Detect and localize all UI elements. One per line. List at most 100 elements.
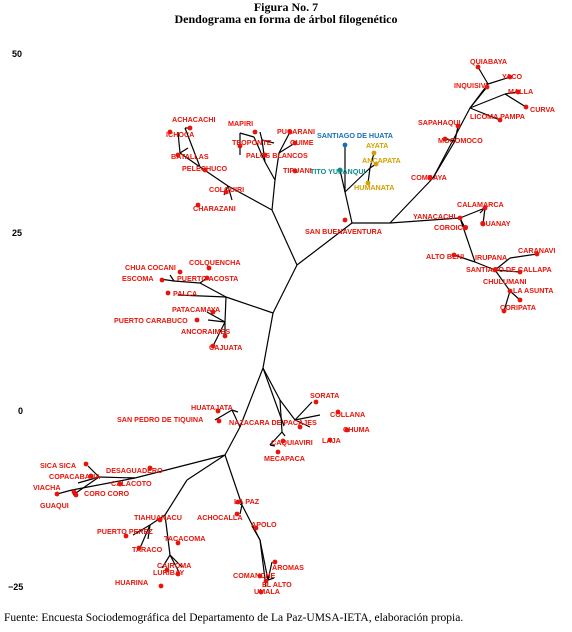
leaf-dot-caranavi <box>534 251 540 257</box>
leaf-dot-yanacachi <box>457 215 463 221</box>
leaf-dot-la-asunta <box>517 297 523 303</box>
leaf-label-puerto-perez: PUERTO PEREZ <box>97 527 153 536</box>
leaf-dot-humanata <box>365 180 371 186</box>
leaf-dot-copacabana <box>88 473 94 479</box>
branch-segment <box>87 465 100 478</box>
leaf-label-guaqui: GUAQUI <box>40 501 69 510</box>
branch-segment <box>281 431 286 437</box>
leaf-label-la-paz: LA PAZ <box>234 497 260 506</box>
leaf-label-quiabaya: QUIABAYA <box>470 57 507 66</box>
leaf-dot-huatajata <box>215 408 221 414</box>
branch-segment <box>267 561 273 581</box>
leaf-label-tacacoma: TACACOMA <box>164 534 205 543</box>
leaf-label-batallas: BATALLAS <box>171 152 209 161</box>
leaf-dot-mapiri <box>252 129 258 135</box>
leaf-label-comanche: COMANCHE <box>233 571 276 580</box>
leaf-dot-charazani <box>195 202 201 208</box>
leaf-label-chuma: CHUMA <box>343 425 370 434</box>
leaf-dot-malla <box>515 89 521 95</box>
branch-segment <box>271 209 298 266</box>
leaf-label-san-buenaventura: SAN BUENAVENTURA <box>305 227 382 236</box>
branch-segment <box>224 426 241 456</box>
leaf-label-puerto-acosta: PUERTO ACOSTA <box>177 274 238 283</box>
leaf-dot-nazacara-de-pacajes <box>297 424 303 430</box>
leaf-label-el-alto: EL ALTO <box>262 580 292 589</box>
leaf-dot-guime <box>292 140 298 146</box>
branch-segment <box>214 409 233 421</box>
leaf-dot-chua-cocani <box>177 269 183 275</box>
axis-tick-label: −25 <box>8 582 23 592</box>
branch-segment <box>147 524 151 540</box>
leaf-label-santiago-de-huata: SANTIAGO DE HUATA <box>317 131 393 140</box>
leaf-dot-achacachi <box>187 125 193 131</box>
leaf-label-luribay: LURIBAY <box>153 568 184 577</box>
branch-segment <box>231 409 241 428</box>
leaf-label-escoma: ESCOMA <box>122 274 154 283</box>
leaf-dot-apolo <box>253 525 259 531</box>
branch-segment <box>164 479 188 516</box>
leaf-dot-ayata <box>371 150 377 156</box>
leaf-label-curva: CURVA <box>530 105 555 114</box>
leaf-dot-tipuani <box>292 168 298 174</box>
branch-segment <box>199 282 227 298</box>
leaf-dot-patacamaya <box>210 309 216 315</box>
leaf-label-colquiri: COLQUIRI <box>209 185 244 194</box>
leaf-dot-chuma <box>344 427 350 433</box>
leaf-dot-sica-sica <box>83 461 89 467</box>
leaf-dot-alto-beni <box>451 252 457 258</box>
branch-segment <box>261 139 275 144</box>
branch-segment <box>294 414 321 421</box>
leaf-dot-batallas <box>175 152 181 158</box>
leaf-label-aromas: AROMAS <box>272 563 304 572</box>
leaf-label-desaguadero: DESAGUADERO <box>106 466 163 475</box>
leaf-dot-tito-yupanqui <box>337 167 343 173</box>
leaf-label-licoma-pampa: LICOMA PAMPA <box>470 112 525 121</box>
leaf-label-yaco: YACO <box>502 72 523 81</box>
leaf-label-chua-cocani: CHUA COCANI <box>125 263 176 272</box>
branch-segment <box>224 454 243 506</box>
branch-segment <box>186 454 226 481</box>
branch-segment <box>494 257 511 271</box>
branch-segment <box>278 131 291 154</box>
branch-segment <box>269 440 274 446</box>
branch-segment <box>454 125 459 142</box>
leaf-dot-curva <box>523 104 529 110</box>
branch-segment <box>231 409 239 413</box>
branch-segment <box>477 66 489 85</box>
leaf-label-puerto-carabuco: PUERTO CARABUCO <box>114 316 188 325</box>
leaf-label-palca: PALCA <box>173 289 197 298</box>
leaf-label-alto-beni: ALTO BENI <box>426 252 464 261</box>
branch-segment <box>494 269 511 292</box>
leaf-dot-calamarca <box>482 205 488 211</box>
leaf-label-san-pedro-de-tiquina: SAN PEDRO DE TIQUINA <box>117 415 203 424</box>
leaf-dot-puerto-perez <box>123 533 129 539</box>
branch-segment <box>482 207 486 225</box>
figure-footer: Fuente: Encuesta Sociodemográfica del De… <box>4 612 464 624</box>
leaf-dot-combaya <box>427 175 433 181</box>
branch-segment <box>469 86 488 109</box>
leaf-label-palos-blancos: PALOS BLANCOS <box>246 151 308 160</box>
branch-segment <box>469 93 506 109</box>
leaf-dot-licoma-pampa <box>497 117 503 123</box>
branch-segment <box>344 191 353 224</box>
branch-segment <box>239 503 243 506</box>
figure-title: Figura No. 7 <box>253 0 319 14</box>
leaf-label-coripata: CORIPATA <box>500 303 536 312</box>
leaf-label-viacha: VIACHA <box>33 483 61 492</box>
leaf-label-malla: MALLA <box>508 87 533 96</box>
branch-segment <box>207 319 226 323</box>
leaf-dot-ichoca <box>167 129 173 135</box>
leaf-label-taraco: TARACO <box>132 545 163 554</box>
branch-segment <box>469 107 501 121</box>
branch-segment <box>169 554 183 568</box>
leaf-label-pelechuco: PELECHUCO <box>182 164 228 173</box>
leaf-dot-mecapaca <box>275 449 281 455</box>
leaf-dot-tiahuanacu <box>157 517 163 523</box>
branch-segment <box>453 254 476 263</box>
leaf-label-nazacara-de-pacajes: NAZACARA DE PACAJES <box>229 418 317 427</box>
branch-segment <box>227 185 233 201</box>
leaf-label-irupana: IRUPANA <box>475 253 507 262</box>
leaf-label-tipuani: TIPUANI <box>283 166 312 175</box>
leaf-label-laja: LAJA <box>322 436 341 445</box>
